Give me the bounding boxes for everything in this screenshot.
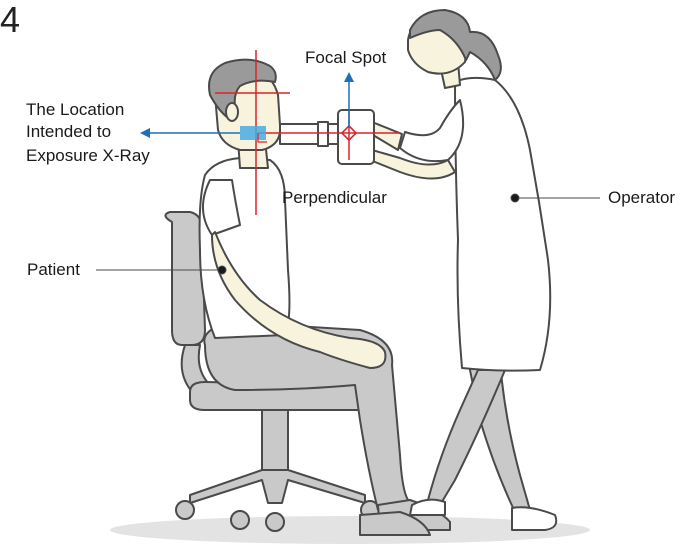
patient-ear xyxy=(226,103,238,121)
label-operator: Operator xyxy=(608,188,675,208)
chair-caster xyxy=(231,511,249,529)
label-location-line2: Intended to xyxy=(26,122,111,142)
operator-gown xyxy=(455,78,550,371)
location-arrowhead xyxy=(140,128,150,138)
xray-cone-ring xyxy=(318,122,328,146)
xray-cone xyxy=(280,124,340,144)
operator-arm xyxy=(400,100,463,161)
chair-base xyxy=(190,470,365,503)
chair-caster xyxy=(176,501,194,519)
label-location-line3: Exposure X-Ray xyxy=(26,146,150,166)
label-patient: Patient xyxy=(27,260,80,280)
exposure-target-box xyxy=(240,126,266,140)
label-perpendicular: Perpendicular xyxy=(282,188,387,208)
operator-leader-dot xyxy=(511,194,519,202)
chair-column xyxy=(262,410,288,472)
xray-body xyxy=(338,110,374,164)
patient-leader-dot xyxy=(218,266,226,274)
operator-shoe xyxy=(512,507,556,530)
focal-arrowhead xyxy=(344,72,354,82)
label-focal-spot: Focal Spot xyxy=(305,48,386,68)
label-location-line1: The Location xyxy=(26,100,124,120)
chair-caster xyxy=(266,513,284,531)
xray-device xyxy=(280,110,374,164)
